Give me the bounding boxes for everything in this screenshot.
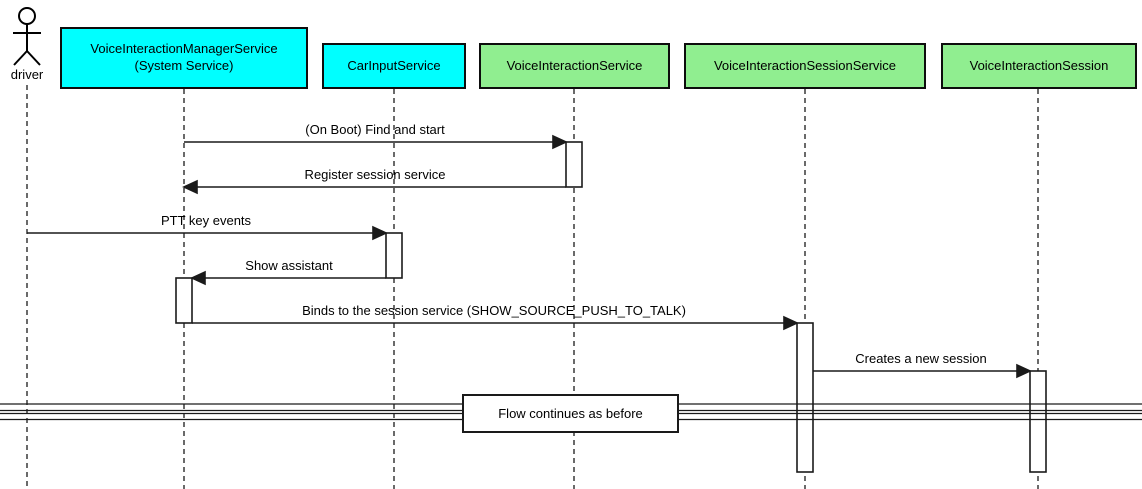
message-label-on-boot-find-and-start: (On Boot) Find and start <box>305 122 445 137</box>
message-label-creates-new-session: Creates a new session <box>855 351 987 366</box>
activation-voice-interaction-manager-service <box>175 277 193 324</box>
participant-label: VoiceInteractionManagerService <box>90 41 278 57</box>
message-label-register-session-service: Register session service <box>304 167 446 182</box>
participant-label: VoiceInteractionSession <box>969 57 1109 73</box>
message-label-binds-to-session-service: Binds to the session service (SHOW_SOURC… <box>302 303 686 318</box>
actor-figure-icon <box>13 7 41 66</box>
participant-voice-interaction-service: VoiceInteractionService <box>479 43 670 89</box>
arrow-show-assistant <box>190 270 386 286</box>
participant-label: VoiceInteractionService <box>506 57 643 73</box>
arrow-on-boot-find-and-start <box>184 134 568 150</box>
activation-voice-interaction-service <box>565 141 583 188</box>
arrow-ptt-key-events <box>27 225 388 241</box>
participant-label: VoiceInteractionSessionService <box>713 57 897 73</box>
divider-flow-continues: Flow continues as before <box>462 394 679 433</box>
message-label-show-assistant: Show assistant <box>245 258 333 273</box>
arrow-creates-new-session <box>813 363 1032 379</box>
arrow-binds-to-session-service <box>192 315 799 331</box>
participant-voice-interaction-session-service: VoiceInteractionSessionService <box>684 43 926 89</box>
activation-car-input-service <box>385 232 403 279</box>
arrow-register-session-service <box>182 179 566 195</box>
actor-label-driver: driver <box>10 67 44 82</box>
message-label-ptt-key-events: PTT key events <box>160 213 252 228</box>
participant-car-input-service: CarInputService <box>322 43 466 89</box>
participant-sublabel: (System Service) <box>134 58 234 73</box>
activation-voice-interaction-session-service <box>796 322 814 473</box>
divider-label: Flow continues as before <box>498 406 643 421</box>
activation-voice-interaction-session <box>1029 370 1047 473</box>
participant-voice-interaction-manager-service: VoiceInteractionManagerService (System S… <box>60 27 308 89</box>
participant-label: CarInputService <box>347 57 441 73</box>
participant-voice-interaction-session: VoiceInteractionSession <box>941 43 1137 89</box>
